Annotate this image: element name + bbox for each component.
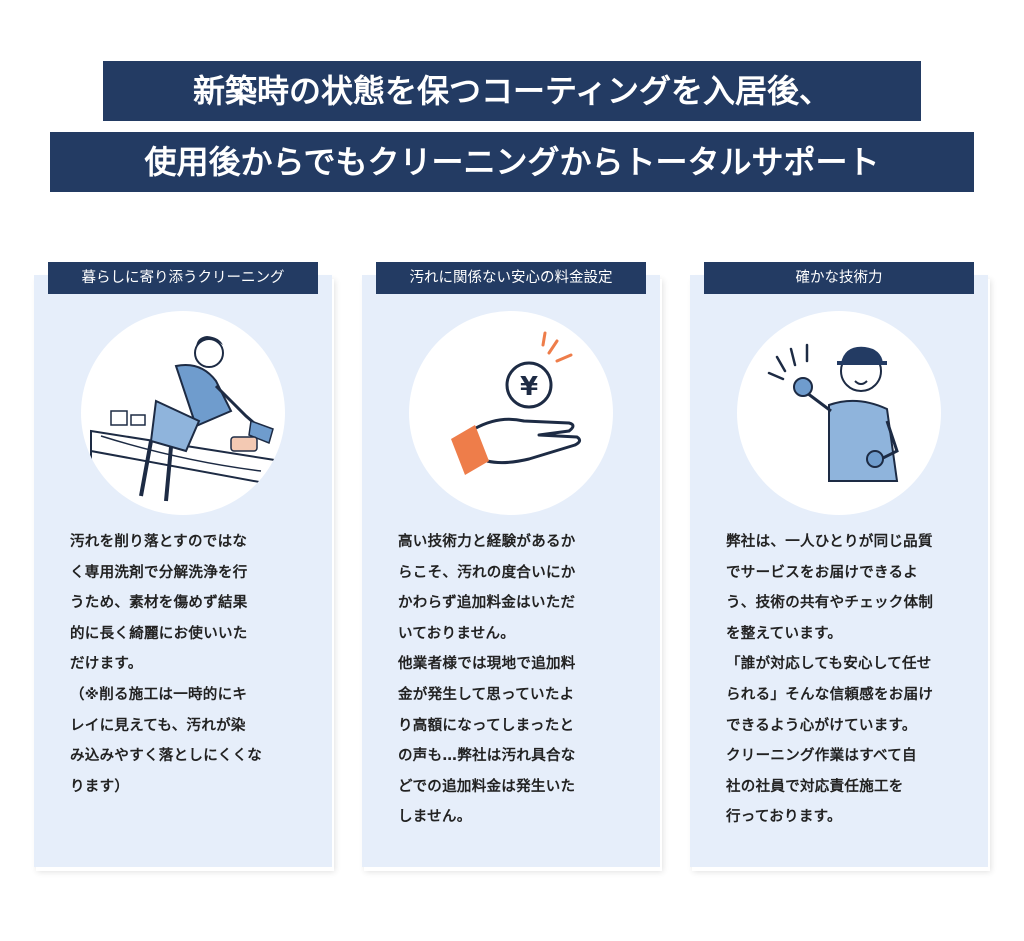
card-line: 社の社員で対応責任施工を [726, 778, 904, 795]
cleaning-woman-icon [81, 311, 285, 515]
card-line: う、技術の共有やチェック体制 [726, 595, 934, 612]
card-line: だけます。 [70, 656, 143, 673]
card-line: 弊社は、一人ひとりが同じ品質 [726, 534, 933, 550]
card-line: いておりません。 [398, 625, 516, 642]
card-line: どでの追加料金は発生いた [398, 778, 576, 795]
card-line: の声も…弊社は汚れ具合な [398, 748, 576, 765]
card-body: 弊社は、一人ひとりが同じ品質 でサービスをお届けできるよ う、技術の共有やチェッ… [726, 527, 962, 833]
card-line: らこそ、汚れの度合いにか [398, 564, 576, 581]
card-line: レイに見えても、汚れが染 [70, 717, 246, 734]
feature-card-pricing: 汚れに関係ない安心の料金設定 ¥ 高い技術力と経験があるか らこそ、汚れの度合い… [362, 262, 660, 867]
headline-line-1: 新築時の状態を保つコーティングを入居後、 [103, 61, 921, 121]
card-line: できるよう心がけています。 [726, 717, 917, 734]
card-line: （※削る施工は一時的にキ [70, 686, 248, 703]
card-line: しません。 [398, 809, 472, 826]
card-line: 汚れを削り落とすのではな [70, 534, 248, 550]
card-line: うため、素材を傷めず結果 [70, 595, 248, 612]
card-line: でサービスをお届けできるよ [726, 564, 919, 581]
card-line: 金が発生して思っていたよ [398, 686, 575, 703]
card-body: 高い技術力と経験があるか らこそ、汚れの度合いにか かわらず追加料金はいただ い… [398, 527, 634, 833]
card-line: られる」そんな信頼感をお届け [726, 686, 934, 703]
card-line: り高額になってしまったと [398, 717, 575, 734]
card-line: クリーニング作業はすべて自 [726, 748, 917, 765]
headline-line-2: 使用後からでもクリーニングからトータルサポート [50, 132, 974, 192]
card-line: み込みやすく落としにくくな [70, 748, 263, 765]
coin-symbol: ¥ [520, 372, 538, 402]
card-label: 汚れに関係ない安心の料金設定 [376, 262, 646, 294]
card-body: 汚れを削り落とすのではな く専用洗剤で分解洗浄を行 うため、素材を傷めず結果 的… [70, 527, 306, 802]
card-label: 確かな技術力 [704, 262, 974, 294]
card-line: 「誰が対応しても安心して任せ [726, 656, 932, 673]
yen-coin-hand-icon: ¥ [409, 311, 613, 515]
feature-card-technique: 確かな技術力 弊社は、一人ひとりが同じ品質 でサービスをお届けできるよ う、技術… [690, 262, 988, 867]
card-line: 他業者様では現地で追加料 [398, 656, 576, 673]
card-line: く専用洗剤で分解洗浄を行 [70, 564, 248, 581]
card-label: 暮らしに寄り添うクリーニング [48, 262, 318, 294]
card-line: 行っております。 [726, 809, 842, 826]
feature-card-cleaning: 暮らしに寄り添うクリーニング 汚れを削り落とすのではな く専用洗剤 [34, 262, 332, 867]
card-line: 的に長く綺麗にお使いいた [70, 625, 248, 642]
ok-sign-worker-icon [737, 311, 941, 515]
card-line: ります） [70, 778, 130, 795]
card-line: 高い技術力と経験があるか [398, 534, 576, 550]
card-line: かわらず追加料金はいただ [398, 595, 576, 612]
card-line: を整えています。 [726, 625, 843, 642]
